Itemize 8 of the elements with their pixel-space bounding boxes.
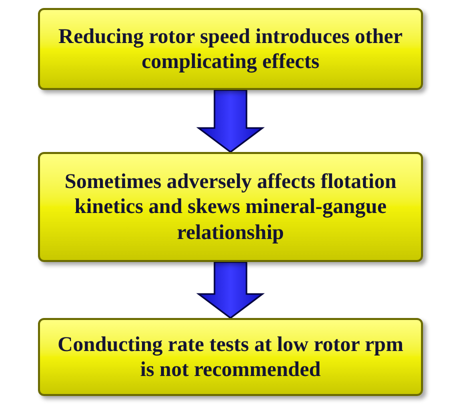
process-box [38,152,423,262]
block-arrow [196,261,265,319]
box-text: Sometimes adversely affects flotation kinetics and skews mineral-gangue relationship [64,169,398,245]
box-text: Conducting rate tests at low rotor rpm is not recommended [56,332,404,382]
process-box [38,318,423,396]
block-arrow [196,89,265,153]
process-box [38,8,423,90]
box-text: Reducing rotor speed introduces other complicating effects [57,24,404,74]
